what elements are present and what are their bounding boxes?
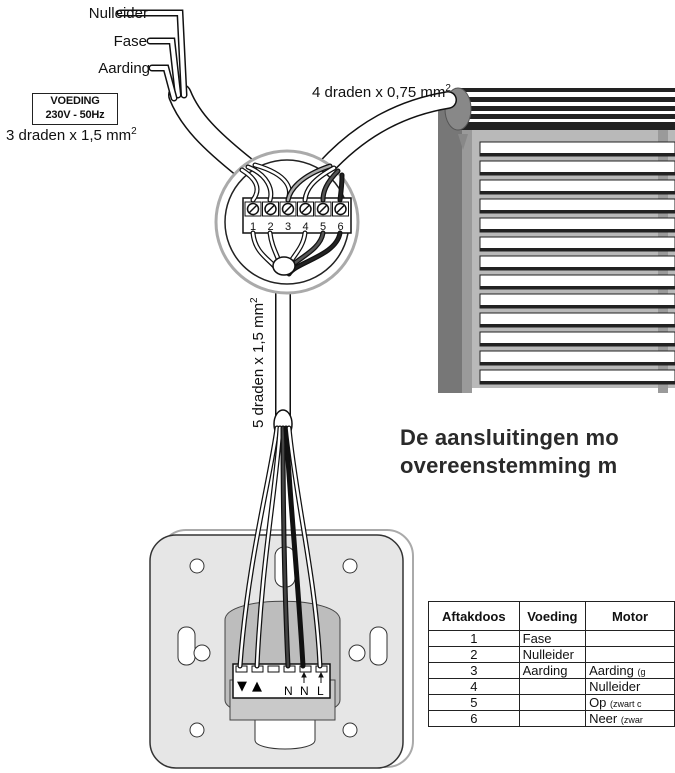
- cell-box: 3: [428, 662, 520, 679]
- table-row: 6 Neer (zwar: [428, 710, 675, 727]
- table-row: 3 Aarding Aarding (g: [428, 662, 675, 679]
- motor-cable: [316, 91, 457, 177]
- power-supply-box: VOEDING 230V - 50Hz: [32, 93, 118, 125]
- cell-supply: Aarding: [518, 662, 587, 679]
- cell-box: 1: [428, 630, 520, 647]
- cell-motor: Nulleider: [585, 678, 675, 695]
- shutter-slat-shadow: [480, 343, 675, 346]
- sw-label-l: L: [317, 684, 324, 698]
- shutter-slats: [479, 141, 675, 385]
- cell-motor: [585, 630, 675, 647]
- shutter-slat-shadow: [480, 324, 675, 327]
- cell-box: 5: [428, 694, 520, 711]
- sw-label-n2: N: [300, 684, 309, 698]
- cell-supply: [518, 694, 587, 711]
- table-row: 1 Fase: [428, 630, 675, 647]
- terminal-number: 1: [250, 221, 256, 233]
- shutter-slat-shadow: [480, 286, 675, 289]
- switch-terminal-block: [235, 665, 328, 673]
- heading-line-1: De aansluitingen mo: [400, 425, 619, 450]
- shutter-slat-shadow: [480, 210, 675, 213]
- terminal-number: 5: [320, 221, 326, 233]
- wire-label-earth: Aarding: [98, 60, 150, 77]
- supply-cable-label: 3 draden x 1,5 mm2: [6, 126, 137, 145]
- col-header-motor: Motor: [585, 601, 675, 631]
- table-row: 2 Nulleider: [428, 646, 675, 663]
- cell-motor: Op (zwart c: [585, 694, 675, 711]
- cell-motor: Neer (zwar: [585, 710, 675, 727]
- sw-label-n1: N: [284, 684, 293, 698]
- motor-cable-label: 4 draden x 0,75 mm2: [312, 83, 451, 102]
- shutter-slat-shadow: [480, 191, 675, 194]
- cell-supply: Nulleider: [518, 646, 587, 663]
- shutter-slat-shadow: [480, 248, 675, 251]
- junction-terminal: 2: [262, 201, 279, 233]
- terminal-number: 4: [303, 221, 309, 233]
- cell-supply: Fase: [518, 630, 587, 647]
- wire-label-neutral: Nulleider: [88, 5, 148, 22]
- cell-box: 6: [428, 710, 520, 727]
- junction-terminal: 1: [244, 201, 262, 233]
- cell-supply: [518, 678, 587, 695]
- table-row: 5 Op (zwart c: [428, 694, 675, 711]
- cell-supply: [518, 710, 587, 727]
- cell-motor: Aarding (g: [585, 662, 675, 679]
- supply-cable: [116, 9, 257, 180]
- sw-label-down: ▼: [237, 679, 247, 694]
- shutter-slat-shadow: [480, 381, 675, 384]
- junction-terminal: 5: [314, 201, 332, 233]
- col-header-box: Aftakdoos: [428, 601, 520, 631]
- switch-wires: [237, 409, 323, 669]
- cell-motor: [585, 646, 675, 663]
- shutter-slat-shadow: [480, 362, 675, 365]
- switch-terminal-slot: [267, 665, 280, 673]
- terminal-number: 2: [268, 221, 274, 233]
- col-header-supply: Voeding: [518, 601, 587, 631]
- terminal-number: 3: [285, 221, 291, 233]
- roller-shutter-illustration: [438, 87, 675, 393]
- junction-terminal: 4: [297, 201, 314, 233]
- table-header-row: Aftakdoos Voeding Motor: [428, 601, 675, 631]
- connection-table: Aftakdoos Voeding Motor 1 Fase 2 Nulleid…: [428, 601, 675, 727]
- switch-cable-label: 5 draden x 1,5 mm2: [249, 297, 267, 428]
- wire-label-phase: Fase: [113, 33, 147, 50]
- shutter-slat-shadow: [480, 229, 675, 232]
- sw-label-up: ▲: [252, 679, 262, 694]
- shutter-slat-shadow: [480, 267, 675, 270]
- heading-line-2: overeenstemming m: [400, 453, 618, 478]
- shutter-slat-shadow: [480, 305, 675, 308]
- shutter-slat-shadow: [480, 172, 675, 175]
- wall-switch-illustration: [149, 529, 414, 769]
- power-supply-rating: 230V - 50Hz: [45, 109, 105, 121]
- table-row: 4 Nulleider: [428, 678, 675, 695]
- cell-box: 2: [428, 646, 520, 663]
- cell-box: 4: [428, 678, 520, 695]
- terminal-number: 6: [338, 221, 344, 233]
- junction-terminal: 6: [332, 201, 349, 233]
- shutter-slat-shadow: [480, 153, 675, 156]
- power-supply-title: VOEDING: [50, 95, 100, 107]
